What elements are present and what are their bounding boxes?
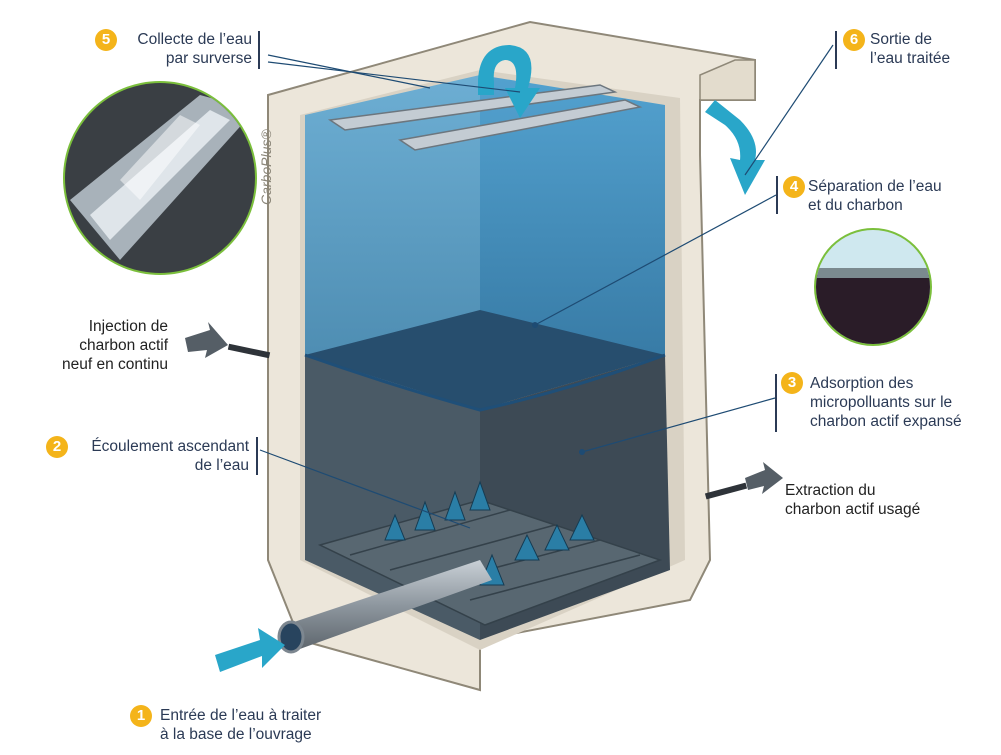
- step-3-label: Adsorption des micropolluants sur le cha…: [810, 375, 962, 430]
- extraction-label: Extraction du charbon actif usagé: [785, 482, 921, 518]
- step-1-label: Entrée de l’eau à traiter à la base de l…: [160, 707, 322, 743]
- injection-label: Injection de charbon actif neuf en conti…: [61, 318, 168, 373]
- extraction-arrow: [745, 462, 783, 494]
- leader-lines: [259, 44, 834, 529]
- step-4-label: Séparation de l’eau et du charbon: [808, 178, 942, 214]
- collection-troughs: [327, 84, 643, 151]
- outlet-arrow: [705, 100, 765, 195]
- brand-label: CarboPlus®: [258, 129, 274, 205]
- step-6-badge: 6: [843, 29, 865, 51]
- injection-arrow: [185, 322, 228, 358]
- step-4-badge: 4: [783, 176, 805, 198]
- overflow-arrow: [478, 45, 540, 118]
- step-2-label: Écoulement ascendant de l’eau: [91, 438, 249, 474]
- step-1-badge: 1: [130, 705, 152, 727]
- carbon-separation-photo: [814, 228, 932, 346]
- overflow-photo: [63, 81, 257, 275]
- flow-arrows: [215, 45, 765, 672]
- carbon-arrows: [185, 322, 783, 500]
- step-3-badge: 3: [781, 372, 803, 394]
- step-5-label: Collecte de l’eau par surverse: [137, 31, 252, 67]
- inlet-pipe: [277, 560, 492, 654]
- water-volume: [305, 75, 665, 410]
- inlet-arrow: [215, 628, 285, 672]
- step-2-badge: 2: [46, 436, 68, 458]
- step-5-badge: 5: [95, 29, 117, 51]
- step-6-label: Sortie de l’eau traitée: [870, 31, 951, 67]
